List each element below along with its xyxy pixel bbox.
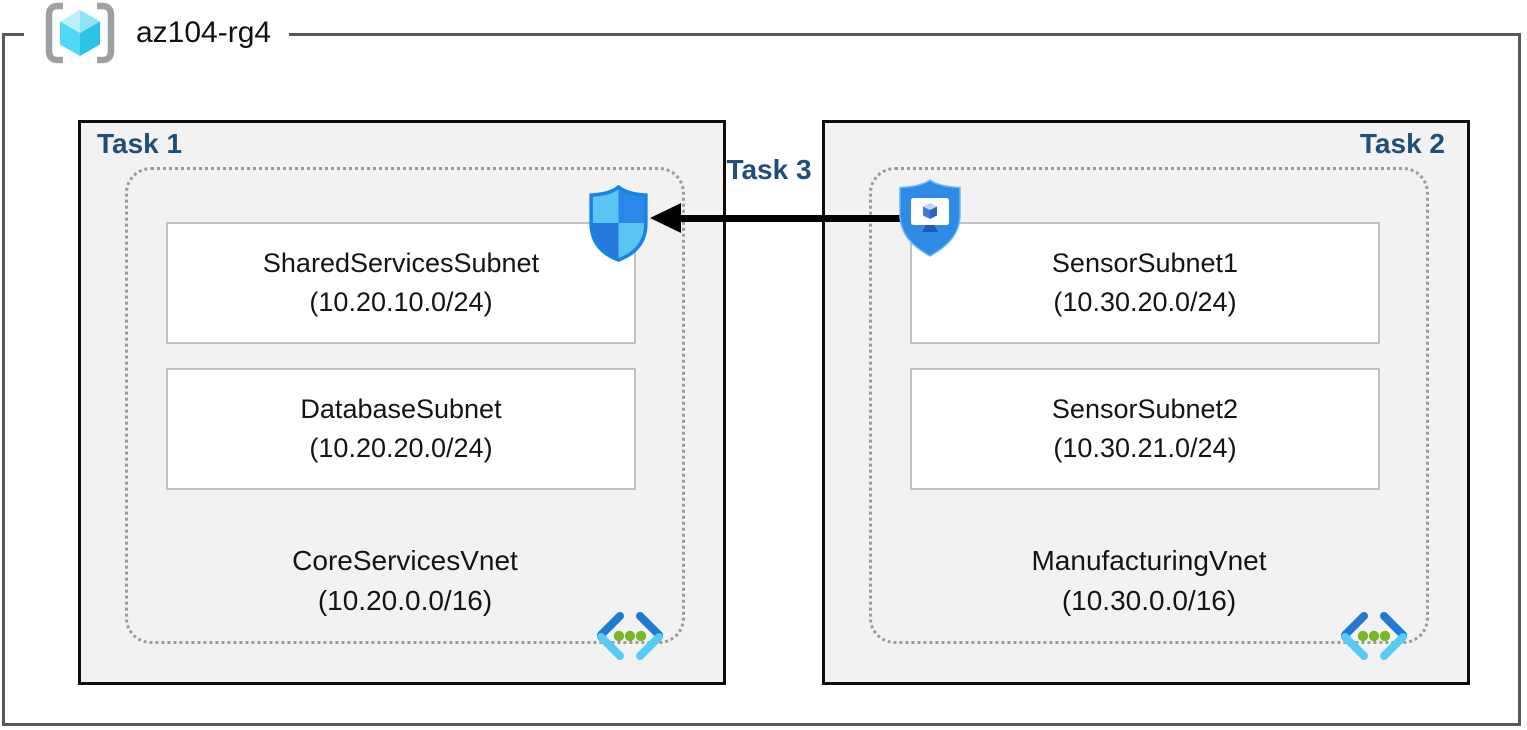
subnet-name: DatabaseSubnet [300, 394, 502, 424]
resource-group-legend: az104-rg4 [24, 0, 290, 66]
resource-group-boundary [2, 33, 1521, 726]
vnet-cidr: (10.20.0.0/16) [317, 585, 493, 616]
vnet-name: ManufacturingVnet [1031, 545, 1267, 576]
bastion-shield-icon [899, 179, 961, 257]
subnet-cidr: (10.30.21.0/24) [1053, 433, 1237, 463]
subnet-cidr: (10.20.10.0/24) [309, 287, 493, 317]
task3-arrowhead [650, 203, 681, 233]
core-services-vnet-caption: CoreServicesVnet (10.20.0.0/16) [125, 541, 685, 621]
sensor-subnet1-box: SensorSubnet1 (10.30.20.0/24) [910, 222, 1380, 344]
manufacturing-vnet-caption: ManufacturingVnet (10.30.0.0/16) [869, 541, 1429, 621]
core-services-vnet-boundary [125, 167, 685, 644]
resource-group-name: az104-rg4 [136, 16, 272, 49]
database-subnet-box: DatabaseSubnet (10.20.20.0/24) [166, 368, 636, 490]
subnet-cidr: (10.20.20.0/24) [309, 433, 493, 463]
shared-services-subnet-box: SharedServicesSubnet (10.20.10.0/24) [166, 222, 636, 344]
task3-arrow-line [679, 215, 901, 222]
subnet-name: SensorSubnet2 [1051, 394, 1239, 424]
vnet-name: CoreServicesVnet [292, 545, 518, 576]
subnet-name: SensorSubnet1 [1051, 248, 1239, 278]
resource-group-icon [45, 2, 115, 64]
virtual-network-icon [1341, 612, 1407, 660]
manufacturing-vnet-boundary [869, 167, 1429, 644]
subnet-cidr: (10.30.20.0/24) [1053, 287, 1237, 317]
task3-label: Task 3 [726, 154, 812, 185]
subnet-name: SharedServicesSubnet [262, 248, 540, 278]
virtual-network-icon [597, 612, 663, 660]
sensor-subnet2-box: SensorSubnet2 (10.30.21.0/24) [910, 368, 1380, 490]
task2-box: Task 2 SensorSubnet1 (10.30.20.0/24) Sen… [822, 120, 1470, 685]
vnet-cidr: (10.30.0.0/16) [1061, 585, 1237, 616]
task1-label: Task 1 [97, 128, 183, 159]
network-security-shield-icon [589, 185, 648, 262]
task2-label: Task 2 [1359, 128, 1445, 159]
